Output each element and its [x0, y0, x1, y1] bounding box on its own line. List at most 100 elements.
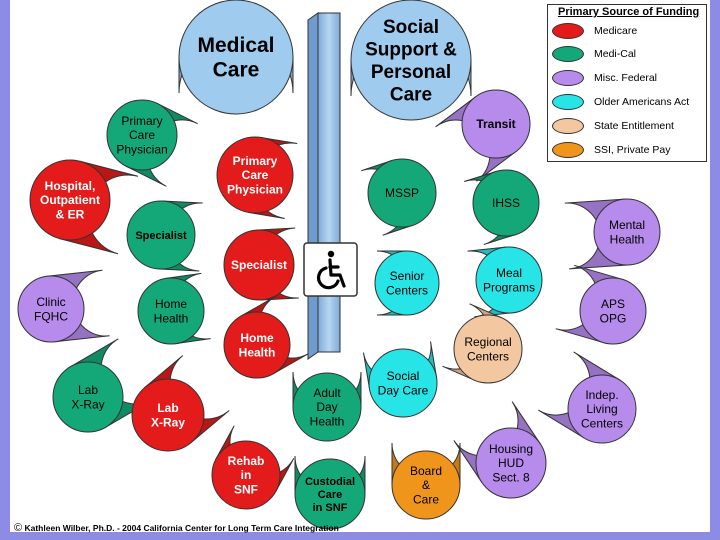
- node-face: [475, 427, 547, 499]
- funding-legend: Primary Source of Funding Medicare Medi-…: [547, 4, 707, 162]
- node-face: [579, 277, 647, 345]
- center-divider: [307, 12, 341, 360]
- service-label: MSSP: [385, 186, 419, 200]
- node-face: [461, 89, 531, 159]
- legend-swatch: [552, 23, 584, 39]
- legend-swatch: [552, 94, 584, 110]
- node-face: [106, 99, 178, 171]
- node-face: [131, 378, 205, 452]
- node-face: [374, 250, 440, 316]
- center-divider-front: [317, 12, 341, 353]
- legend-item-misc-federal: Misc. Federal: [552, 69, 706, 89]
- legend-item-older-americans-act: Older Americans Act: [552, 93, 706, 113]
- wheelchair-icon: [316, 250, 346, 290]
- node-face: [52, 361, 124, 433]
- legend-label: State Entitlement: [594, 120, 674, 132]
- service-node-hospital-red: Hospital,Outpatient& ER: [29, 159, 139, 255]
- legend-label: SSI, Private Pay: [594, 144, 671, 156]
- node-face: [350, 0, 472, 121]
- node-face: [391, 450, 461, 520]
- service-node-specialist-green: Specialist: [126, 200, 203, 272]
- service-label: Specialist: [231, 258, 287, 272]
- social-support-bubble: [350, 0, 472, 121]
- legend-label: Misc. Federal: [594, 72, 658, 84]
- node-face: [137, 277, 205, 345]
- legend-label: Medicare: [594, 25, 638, 37]
- node-face: [453, 314, 523, 384]
- legend-swatch: [552, 118, 584, 134]
- service-label: Board&Care: [410, 464, 442, 506]
- service-node-transit: Transit: [435, 89, 531, 182]
- service-label: Transit: [476, 117, 515, 131]
- copyright-notice: © Kathleen Wilber, Ph.D. - 2004 Californ…: [14, 522, 339, 534]
- service-label: Hospital,Outpatient& ER: [40, 179, 100, 221]
- legend-title: Primary Source of Funding: [558, 6, 700, 18]
- legend-item-medi-cal: Medi-Cal: [552, 45, 706, 65]
- frame-border-bottom: [0, 532, 720, 540]
- service-node-specialist-red: Specialist: [223, 227, 299, 301]
- node-face: [29, 159, 111, 241]
- node-face: [223, 229, 295, 301]
- wheelchair-icon-box: [303, 242, 358, 297]
- node-face: [367, 158, 437, 228]
- node-face: [294, 458, 366, 530]
- frame-border-right: [710, 0, 720, 540]
- node-face: [472, 169, 540, 237]
- medical-care-bubble: [178, 0, 294, 115]
- service-node-mssp: MSSP: [361, 158, 437, 236]
- node-face: [216, 136, 294, 214]
- legend-item-state-entitlement: State Entitlement: [552, 117, 706, 137]
- node-face: [475, 246, 543, 314]
- node-face: [211, 440, 281, 510]
- copyright-symbol: ©: [14, 522, 23, 534]
- service-label: Specialist: [135, 230, 187, 242]
- legend-swatch: [552, 142, 584, 158]
- center-divider-side: [307, 12, 319, 360]
- node-face: [567, 374, 637, 444]
- legend-swatch: [552, 46, 584, 62]
- node-face: [368, 348, 438, 418]
- node-face: [17, 275, 85, 343]
- node-face: [593, 198, 661, 266]
- node-face: [292, 372, 362, 442]
- legend-swatch: [552, 70, 584, 86]
- service-label: IHSS: [492, 196, 520, 210]
- node-face: [223, 311, 291, 379]
